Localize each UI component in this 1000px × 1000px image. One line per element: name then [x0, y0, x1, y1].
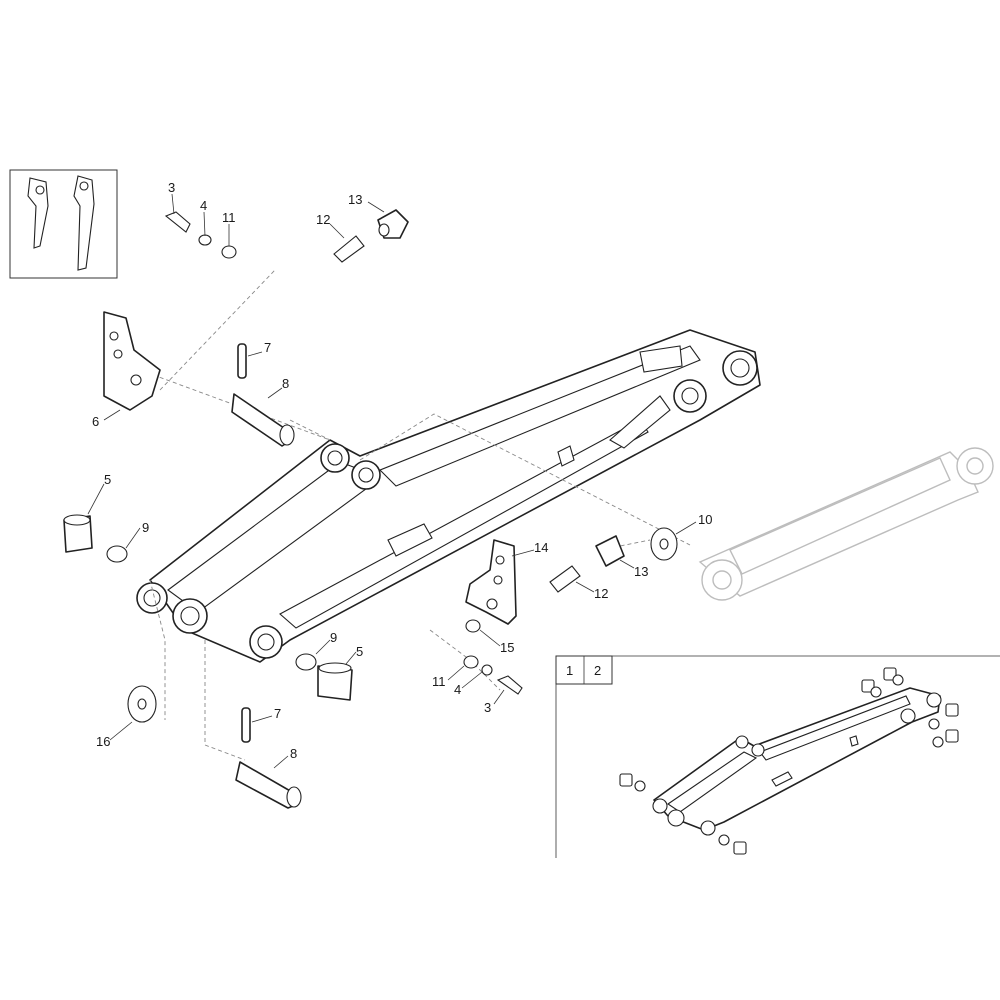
bracket-6[interactable] [103, 311, 161, 411]
variant-col-1[interactable]: 1 [566, 663, 573, 678]
ring-9-left [106, 545, 128, 563]
variant-bushes [619, 667, 959, 855]
variant-panel: 1 2 [555, 655, 1000, 858]
callout-6[interactable]: 6 [92, 414, 99, 429]
callout-16[interactable]: 16 [96, 734, 110, 749]
callout-9-right[interactable]: 9 [330, 630, 337, 645]
callout-3-bottom[interactable]: 3 [484, 700, 491, 715]
washer-16 [127, 685, 157, 723]
callout-7-top[interactable]: 7 [264, 340, 271, 355]
callout-5-right[interactable]: 5 [356, 644, 363, 659]
callout-8-bottom[interactable]: 8 [290, 746, 297, 761]
hardware-top [164, 209, 409, 263]
variant-col-2[interactable]: 2 [594, 663, 601, 678]
pin-7-top [237, 343, 247, 379]
ring-9-right [295, 653, 317, 671]
bush-5-right [317, 662, 353, 701]
callout-11-top[interactable]: 11 [222, 210, 236, 225]
boom-arm[interactable] [149, 329, 761, 663]
callout-12-right[interactable]: 12 [594, 586, 608, 601]
callout-9-left[interactable]: 9 [142, 520, 149, 535]
callout-3-top[interactable]: 3 [168, 180, 175, 195]
callout-14[interactable]: 14 [534, 540, 548, 555]
hardware-right [463, 535, 625, 695]
callout-4-top[interactable]: 4 [200, 198, 207, 213]
callout-13-top[interactable]: 13 [348, 192, 362, 207]
pin-8-top [231, 393, 295, 447]
callout-12-top[interactable]: 12 [316, 212, 330, 227]
overview-thumbnail[interactable] [9, 169, 118, 279]
hydraulic-cylinder-ghost [698, 447, 994, 601]
callout-5-left[interactable]: 5 [104, 472, 111, 487]
callout-4-bottom[interactable]: 4 [454, 682, 461, 697]
callout-15[interactable]: 15 [500, 640, 514, 655]
callout-11-bottom[interactable]: 11 [432, 674, 446, 689]
callout-7-bottom[interactable]: 7 [274, 706, 281, 721]
callout-labels: 3 4 11 13 12 7 8 6 5 9 10 14 13 12 15 9 … [92, 180, 712, 761]
bracket-14[interactable] [465, 539, 517, 625]
callout-8-top[interactable]: 8 [282, 376, 289, 391]
callout-13-right[interactable]: 13 [634, 564, 648, 579]
bush-5-left [63, 514, 93, 553]
pin-8-bottom [235, 761, 302, 809]
boom-bores [136, 350, 758, 659]
leader-lines [87, 193, 697, 769]
variant-boom-small[interactable] [652, 687, 942, 836]
callout-10[interactable]: 10 [698, 512, 712, 527]
washer-10 [650, 527, 678, 561]
pin-7-bottom [241, 707, 251, 743]
